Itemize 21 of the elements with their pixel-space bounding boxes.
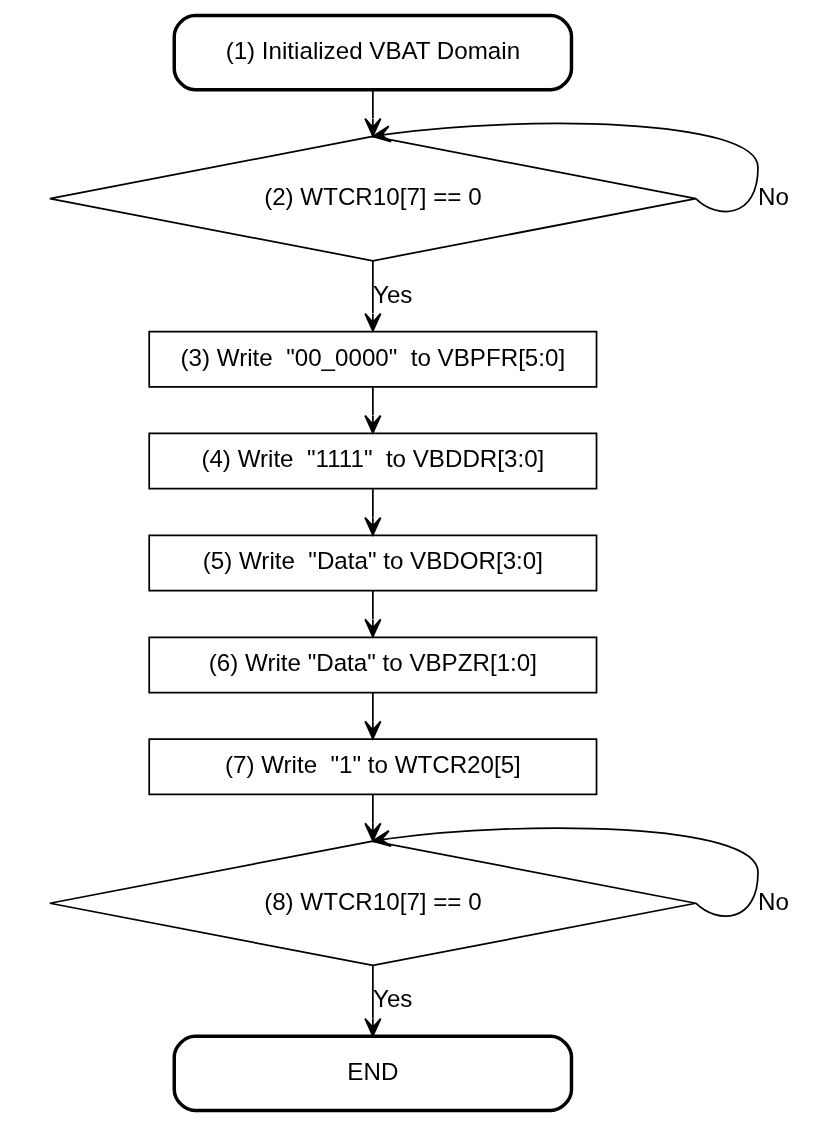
arrow [363, 793, 381, 842]
node-box: END [172, 1034, 573, 1113]
node-diamond: (8) WTCR10[7] == 0 [48, 840, 697, 967]
arrow [363, 89, 381, 137]
node-box: (4) Write "1111" to VBDDR[3:0] [147, 432, 597, 490]
arrow [363, 590, 381, 638]
arrow [363, 260, 381, 332]
node-box: (1) Initialized VBAT Domain [172, 13, 573, 92]
arrow [363, 964, 381, 1037]
node-box: (3) Write "00_0000" to VBPFR[5:0] [147, 330, 597, 388]
arrow [363, 488, 381, 536]
edge-label: No [757, 887, 789, 915]
arrow [371, 827, 759, 917]
arrow [371, 122, 759, 213]
edge-label: No [757, 182, 789, 210]
node-box: (6) Write "Data" to VBPZR[1:0] [147, 636, 597, 694]
node-diamond: (2) WTCR10[7] == 0 [48, 135, 697, 262]
node-box: (5) Write "Data" to VBDOR[3:0] [147, 534, 597, 592]
node-box: (7) Write "1" to WTCR20[5] [147, 738, 597, 796]
arrow [363, 386, 381, 434]
arrow [363, 692, 381, 740]
